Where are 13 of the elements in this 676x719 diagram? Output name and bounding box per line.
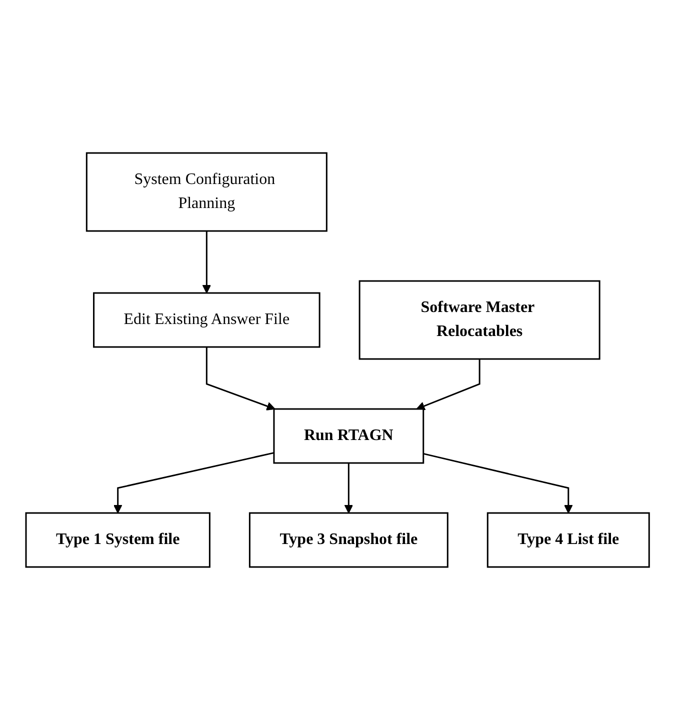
- node-box: Type 3 Snapshot file: [249, 512, 449, 568]
- arrow: [416, 358, 481, 410]
- node-box: Type 1 System file: [26, 512, 211, 568]
- node-box: Run RTAGN: [274, 408, 425, 464]
- arrow: [202, 230, 212, 293]
- arrow: [114, 452, 275, 513]
- arrow: [206, 346, 276, 410]
- node-box: Type 4 List file: [487, 512, 650, 568]
- node-box: Edit Existing Answer File: [93, 292, 321, 348]
- node-box: Software Master Relocatables: [359, 280, 601, 360]
- node-box: System Configuration Planning: [86, 152, 328, 232]
- arrow: [424, 452, 574, 513]
- arrow: [344, 462, 354, 513]
